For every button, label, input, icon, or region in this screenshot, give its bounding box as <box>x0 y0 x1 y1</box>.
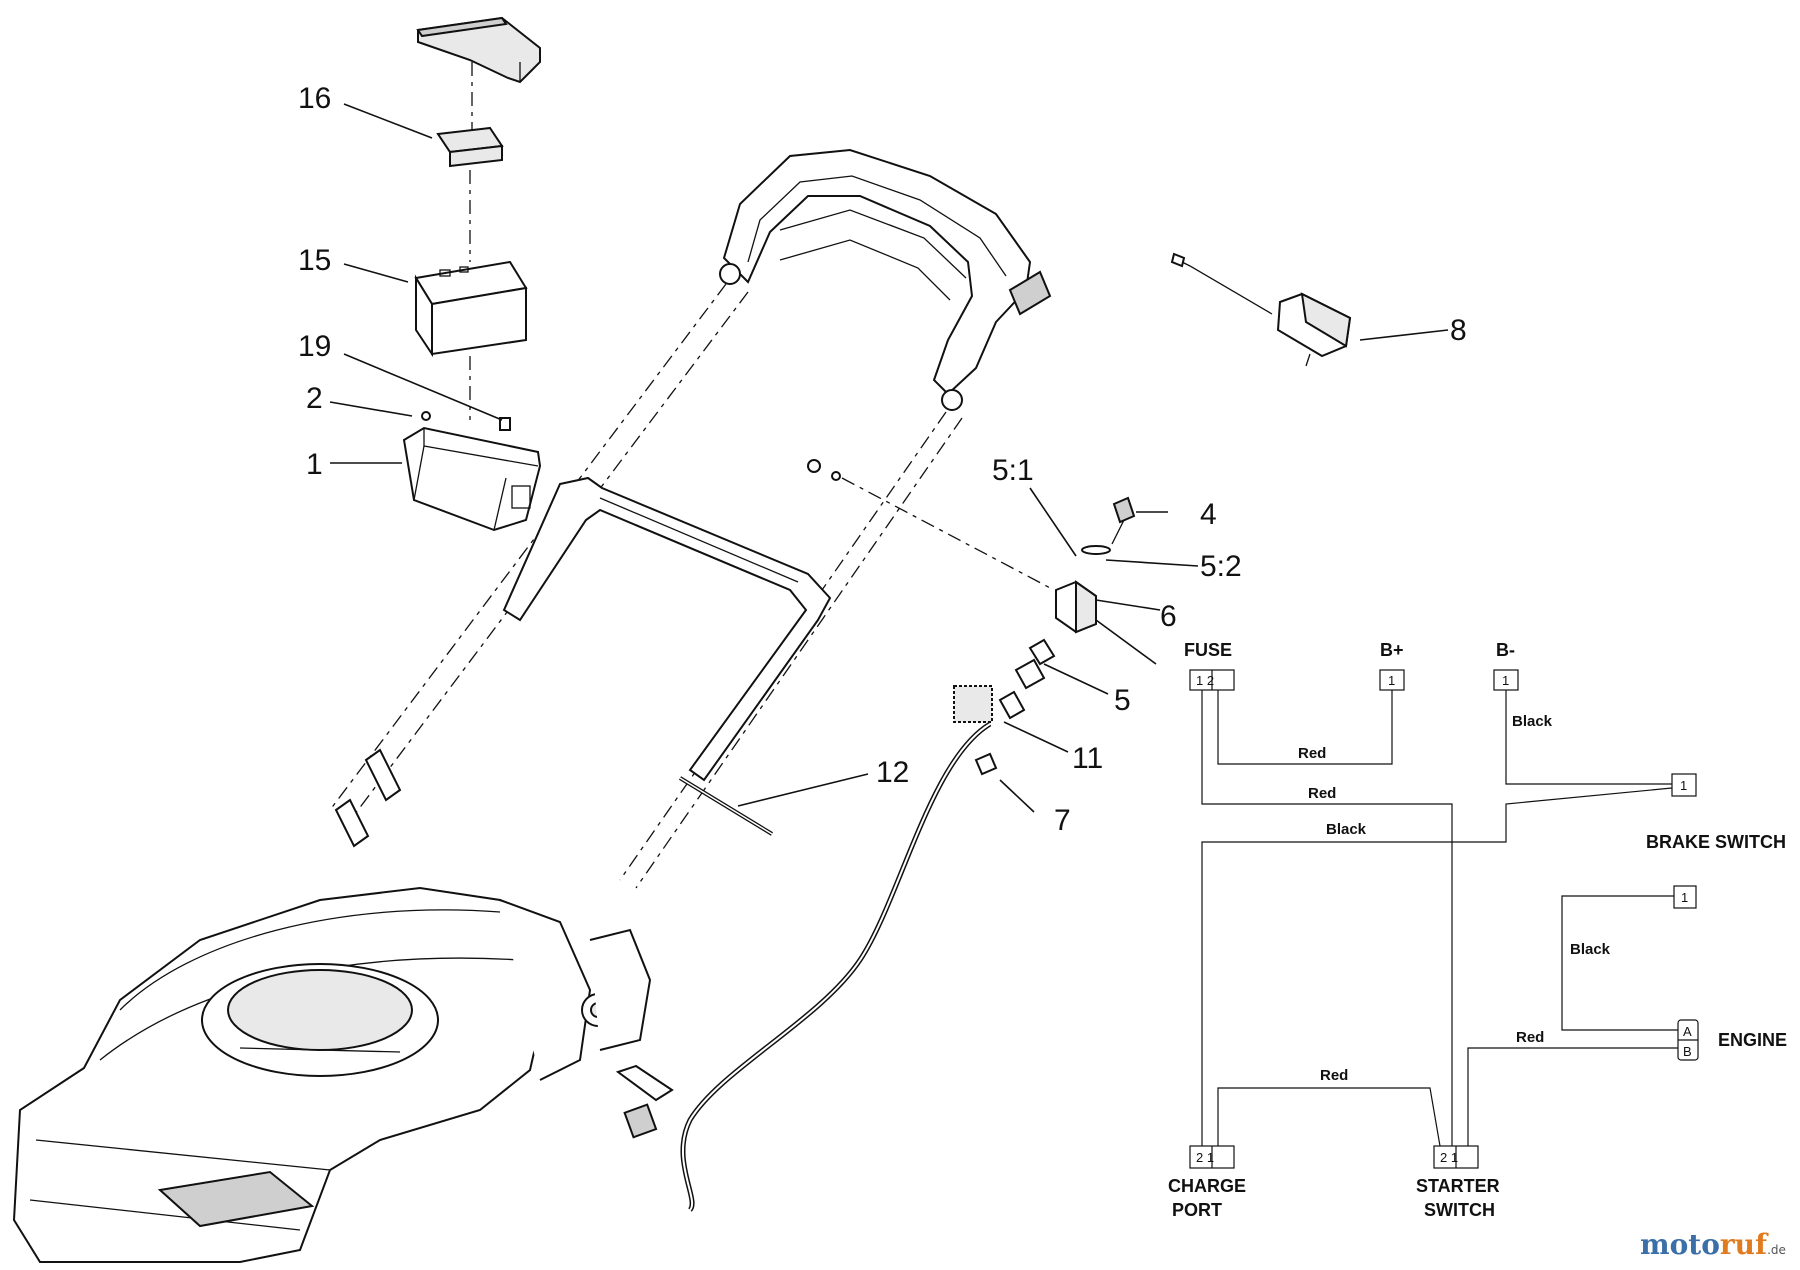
callout-6: 6 <box>1160 600 1177 633</box>
wire-starter-engine <box>1467 1047 1678 1146</box>
wire-fuse-starter <box>1201 688 1453 1146</box>
screw-part <box>421 411 431 421</box>
wire-chargeport-brake <box>1201 787 1673 1146</box>
callout-12: 12 <box>876 756 909 789</box>
key-ring-part <box>1081 545 1111 555</box>
charge-port-label-line2: PORT <box>1172 1200 1222 1220</box>
watermark-part2: ruf <box>1720 1228 1769 1261</box>
wire-fuse-bplus <box>1217 688 1393 765</box>
wire-brake-engine <box>1561 895 1678 1031</box>
connector-part <box>1014 638 1056 690</box>
starter-switch-label-line1: STARTER <box>1416 1176 1500 1196</box>
starter-pins: 2 1 <box>1440 1150 1458 1165</box>
fuse-pins: 1 2 <box>1196 673 1214 688</box>
watermark-part1: moto <box>1640 1228 1720 1261</box>
battery-pad-part <box>436 126 504 168</box>
starter-switch-label-line2: SWITCH <box>1424 1200 1495 1220</box>
battery-cover-part <box>416 16 541 84</box>
wire-label-chargeport-starter: Red <box>1320 1067 1348 1084</box>
charger-part <box>1170 252 1352 367</box>
mower-deck-part <box>12 886 652 1263</box>
battery-part <box>414 260 528 358</box>
bminus-pin: 1 <box>1502 673 1509 688</box>
starter-switch-part <box>1055 580 1097 634</box>
wire-label-bminus-brake: Black <box>1512 713 1553 730</box>
watermark-tld: .de <box>1767 1243 1786 1257</box>
engine-label: ENGINE <box>1718 1030 1787 1050</box>
watermark-logo: motoruf.de <box>1640 1228 1786 1261</box>
cross-rod-part <box>678 776 774 836</box>
callout-16: 16 <box>298 82 331 115</box>
bplus-pin: 1 <box>1388 673 1395 688</box>
callout-5-2: 5:2 <box>1200 550 1242 583</box>
callout-15: 15 <box>298 244 331 277</box>
brake-pin-upper: 1 <box>1680 778 1687 793</box>
bplus-label: B+ <box>1380 640 1404 660</box>
callout-4: 4 <box>1200 498 1217 531</box>
key-part <box>1111 496 1136 545</box>
wire-label-chargeport-brake: Black <box>1326 821 1367 838</box>
wire-bminus-brake <box>1505 688 1672 785</box>
callout-1: 1 <box>306 448 323 481</box>
wire-label-fuse-starter: Red <box>1308 785 1336 802</box>
spacer-part <box>998 690 1026 720</box>
callout-11: 11 <box>1072 742 1103 775</box>
brake-switch-label: BRAKE SWITCH <box>1646 832 1786 852</box>
upper-handle-part <box>719 148 1052 411</box>
chargeport-pins: 2 1 <box>1196 1150 1214 1165</box>
brake-pin-lower: 1 <box>1681 890 1688 905</box>
charge-port-label-line1: CHARGE <box>1168 1176 1246 1196</box>
wire-label-brake-engine: Black <box>1570 941 1611 958</box>
callout-7: 7 <box>1054 804 1071 837</box>
callout-5-1: 5:1 <box>992 454 1034 487</box>
battery-tray-part <box>402 426 542 532</box>
svg-text:motoruf.de: motoruf.de <box>1640 1228 1786 1261</box>
wire-label-starter-engine: Red <box>1516 1029 1544 1046</box>
bminus-label: B- <box>1496 640 1515 660</box>
wiring-schematic: 1 2 1 1 1 1 A B 2 1 2 1 Red Black Red Bl… <box>1168 640 1787 1220</box>
wire-label-fuse-bplus: Red <box>1298 745 1326 762</box>
fuse-label: FUSE <box>1184 640 1232 660</box>
callout-19: 19 <box>298 330 331 363</box>
engine-pin-b: B <box>1683 1044 1692 1059</box>
callout-5: 5 <box>1114 684 1131 717</box>
wire-chargeport-starter <box>1217 1087 1441 1147</box>
callout-8: 8 <box>1450 314 1467 347</box>
callout-2: 2 <box>306 382 323 415</box>
clip-part <box>499 417 511 431</box>
lower-handle-part <box>334 476 832 848</box>
pin-part <box>974 752 998 776</box>
engine-pin-a: A <box>1683 1024 1692 1039</box>
